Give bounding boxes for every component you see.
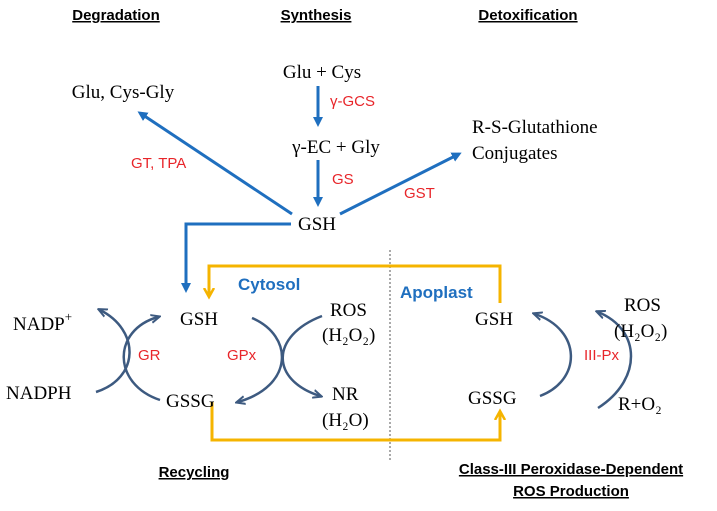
- heading-synthesis: Synthesis: [281, 7, 352, 24]
- gpx-main-curve: [238, 316, 284, 402]
- metabolite-gssg-apoplast: GSSG: [468, 388, 517, 409]
- metabolite-gsh-cytosol: GSH: [180, 309, 218, 330]
- heading-degradation: Degradation: [72, 7, 160, 24]
- metabolite-gsh-main: GSH: [298, 214, 336, 235]
- gr-main-curve: [122, 317, 160, 402]
- label-cytosol: Cytosol: [238, 275, 300, 294]
- label-apoplast: Apoplast: [400, 283, 473, 302]
- metabolite-h2o: (H₂O): [322, 410, 369, 431]
- enzyme-gt-tpa: GT, TPA: [131, 155, 186, 172]
- enzyme-gst: GST: [404, 185, 435, 202]
- transport-cytosol-to-apoplast: [210, 402, 500, 442]
- metabolite-gssg-cytosol: GSSG: [166, 391, 215, 412]
- metabolite-nr: NR: [332, 384, 359, 405]
- metabolite-r-o2: R+O₂: [618, 394, 662, 415]
- enzyme-gamma-gcs: γ-GCS: [330, 93, 375, 110]
- metabolite-conjugates-line2: Conjugates: [472, 143, 558, 164]
- metabolite-glu-cysgly: Glu, Cys-Gly: [72, 82, 175, 103]
- arrow-degradation: [137, 111, 293, 216]
- enzyme-gs: GS: [332, 171, 354, 188]
- gpx-ros-curve: [281, 314, 322, 396]
- enzyme-iii-px: III-Px: [584, 347, 620, 364]
- gr-cofactor-curve: [95, 310, 131, 394]
- enzyme-gr: GR: [138, 347, 161, 364]
- metabolite-glu-cys: Glu + Cys: [283, 62, 361, 83]
- arrow-detoxification: [339, 152, 462, 216]
- arrow-gsh-to-cytosol: [181, 222, 291, 293]
- metabolite-nadph: NADPH: [6, 383, 72, 404]
- iii-px-gsh-curve: [535, 314, 573, 398]
- metabolite-nadp: NADP+: [13, 309, 72, 335]
- heading-class3-line1: Class-III Peroxidase-Dependent: [459, 461, 683, 478]
- metabolite-h2o2-cytosol: (H₂O₂): [322, 325, 375, 346]
- iii-px-main-curve: [598, 312, 633, 410]
- metabolite-gsh-apoplast: GSH: [475, 309, 513, 330]
- heading-recycling: Recycling: [159, 464, 230, 481]
- metabolite-conjugates-line1: R-S-Glutathione: [472, 117, 598, 138]
- heading-class3-line2: ROS Production: [513, 483, 629, 500]
- metabolite-ros-cytosol: ROS: [330, 300, 367, 321]
- metabolite-nadp-text: NADP: [13, 314, 65, 335]
- transport-apoplast-to-cytosol: [209, 264, 502, 303]
- heading-detoxification: Detoxification: [478, 7, 577, 24]
- metabolite-gamma-ec-gly: γ-EC + Gly: [291, 137, 380, 158]
- metabolite-h2o2-apoplast: (H₂O₂): [614, 321, 667, 342]
- metabolite-ros-apoplast: ROS: [624, 295, 661, 316]
- metabolite-nadp-sup: +: [65, 309, 72, 324]
- enzyme-gpx: GPx: [227, 347, 257, 364]
